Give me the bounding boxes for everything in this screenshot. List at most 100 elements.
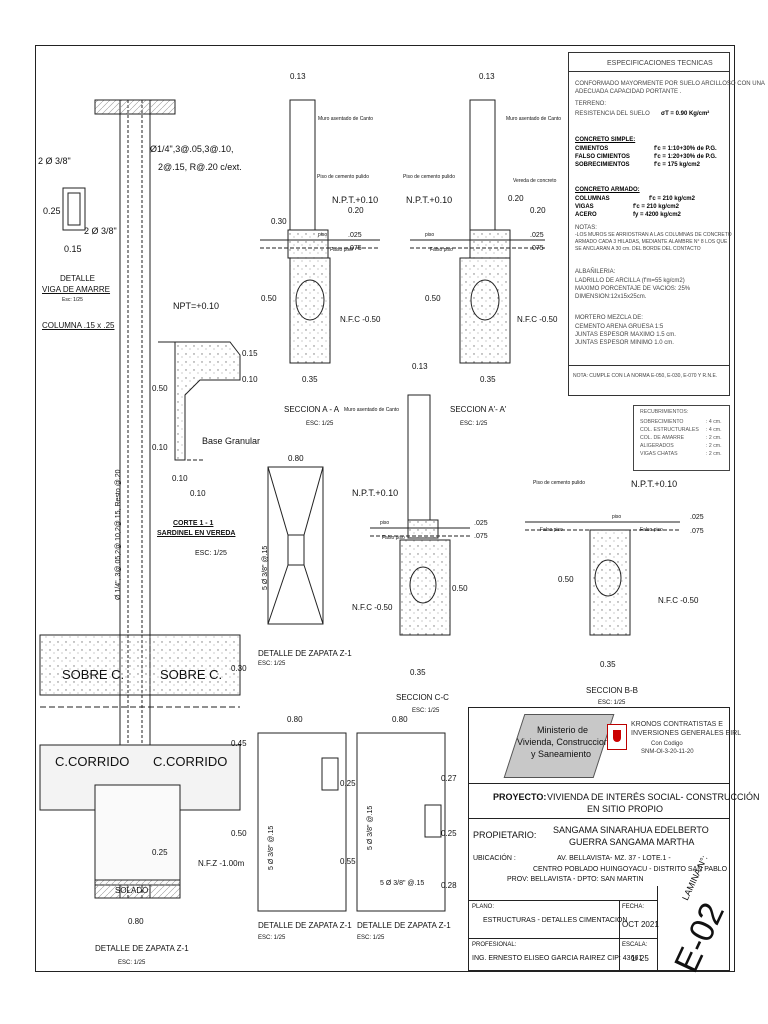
spec-ca2b: f'c = 210 kg/cm2 xyxy=(633,204,679,210)
zb-corrido2: C.CORRIDO xyxy=(153,754,228,769)
escala-label: ESCALA: xyxy=(622,942,648,948)
proyecto-1: VIVIENDA DE INTERÉS SOCIAL- CONSTRUCCIÓN xyxy=(547,792,760,802)
zb-sobre2: SOBRE C. xyxy=(160,667,223,682)
zs2-d025: 0.25 xyxy=(441,829,457,838)
aa2-d075: .075 xyxy=(530,245,544,252)
aa-d025: .025 xyxy=(348,232,362,239)
sardinel-dim-b1: 0.10 xyxy=(172,474,188,483)
ministerio-1: Ministerio de xyxy=(537,725,589,735)
profesional-value: ING. ERNESTO ELISEO GARCIA RAIREZ CIP: 4… xyxy=(472,955,643,962)
lamina-number: E-02 xyxy=(667,897,732,979)
bb-d075: .075 xyxy=(690,528,704,535)
spec-l1: CONFORMADO MAYORMENTE POR SUELO ARCILLOS… xyxy=(575,81,765,87)
rec-row-k: COL. ESTRUCTURALES xyxy=(640,427,699,433)
sardinel-dim-b2: 0.10 xyxy=(190,489,206,498)
aa2-d050: 0.50 xyxy=(425,294,441,303)
peru-shield-icon xyxy=(607,724,627,750)
ubicacion-3: PROV: BELLAVISTA - DPTO: SAN MARTIN xyxy=(507,876,644,883)
cc-nfc: N.F.C -0.50 xyxy=(352,603,393,612)
aa-falso: Falso piso xyxy=(330,247,353,253)
aa-d020: 0.20 xyxy=(348,206,364,215)
spec-m2: JUNTAS ESPESOR MAXIMO 1.5 cm. xyxy=(575,332,676,338)
aa-piso-text: Piso de cemento pulido xyxy=(317,174,369,180)
bb-d035: 0.35 xyxy=(600,660,616,669)
aa2-dim-top: 0.13 xyxy=(479,72,495,81)
escala-value: 1/ 25 xyxy=(631,954,649,963)
aa2-muro: Muro asentado de Canto xyxy=(506,116,562,122)
fecha-value: OCT 2021 xyxy=(622,920,659,929)
spec-n2: ARMADO CADA 3 HILADAS, MEDIANTE ALAMBRE … xyxy=(575,239,728,245)
spec-alb: ALBAÑILERIA: xyxy=(575,269,616,275)
bb-nfc: N.F.C -0.50 xyxy=(658,596,699,605)
bb-scale: ESC: 1/25 xyxy=(598,700,626,706)
propietario-1: SANGAMA SINARAHUA EDELBERTO xyxy=(553,825,709,835)
sardinel-base: Base Granular xyxy=(202,436,261,446)
zs2-dim: 0.80 xyxy=(392,715,408,724)
spec-cs1b: f'c = 1:10+30% de P.G. xyxy=(654,146,717,152)
stirrups-top-2: 2@.15, R@.20 c/ext. xyxy=(158,162,242,172)
viga-bar-top: 2 Ø 3/8" xyxy=(38,156,71,166)
rec-row-k: ALIGERADOS xyxy=(640,443,674,449)
cc-title: SECCION C-C xyxy=(396,693,449,702)
bb-piso-lbl: piso xyxy=(612,514,622,520)
spec-cs-title: CONCRETO SIMPLE: xyxy=(575,137,636,143)
sardinel-title: CORTE 1 - 1 xyxy=(173,520,214,527)
zs2-d028: 0.28 xyxy=(441,881,457,890)
company-code: SNM-OI-3-20-11-20 xyxy=(641,749,694,755)
aa-piso-lbl: piso xyxy=(318,232,328,238)
drawing-sheet xyxy=(35,45,735,972)
ubicacion-label: UBICACIÓN : xyxy=(473,855,516,862)
spec-cs3a: SOBRECIMIENTOS xyxy=(575,162,630,168)
spec-cs2b: f'c = 1:20+30% de P.G. xyxy=(654,154,717,160)
spec-ca1b: f'c = 210 kg/cm2 xyxy=(649,196,695,202)
zs1-d025: 0.25 xyxy=(340,779,356,788)
bb-falso1: Falso piso xyxy=(540,527,563,533)
columna-label: COLUMNA .15 x .25 xyxy=(42,321,115,330)
ministerio-3: y Saneamiento xyxy=(531,749,592,759)
zs2-bars-v: 5 Ø 3/8" @.15 xyxy=(367,805,374,850)
aa2-d020a: 0.20 xyxy=(508,194,524,203)
aa-nfc: N.F.C -0.50 xyxy=(340,315,381,324)
plano-label: PLANO: xyxy=(472,904,495,910)
rec-row-k: VIGAS CHATAS xyxy=(640,451,678,457)
sardinel-scale: ESC: 1/25 xyxy=(195,550,227,557)
zb-corrido1: C.CORRIDO xyxy=(55,754,130,769)
proyecto-2: EN SITIO PROPIO xyxy=(587,804,664,814)
zt-scale: ESC: 1/25 xyxy=(258,661,286,667)
rec-row-v: : 4 cm. xyxy=(706,419,722,425)
aa2-d025: .025 xyxy=(530,232,544,239)
spec-cs2a: FALSO CIMIENTOS xyxy=(575,154,630,160)
fecha-label: FECHA: xyxy=(622,904,645,910)
cc-d075: .075 xyxy=(474,533,488,540)
bb-npt: N.P.T.+0.10 xyxy=(631,479,678,489)
viga-subtitle: VIGA DE AMARRE xyxy=(42,285,111,294)
zb-nfz: N.F.Z -1.00m xyxy=(198,859,245,868)
profesional-label: PROFESIONAL: xyxy=(472,942,517,948)
spec-m3: JUNTAS ESPESOR MINIMO 1.0 cm. xyxy=(575,340,674,346)
aa2-scale: ESC: 1/25 xyxy=(460,421,488,427)
recubrimientos-table: RECUBRIMIENTOS: SOBRECIMIENTO : 4 cm. CO… xyxy=(633,405,730,471)
aa-d035: 0.35 xyxy=(302,375,318,384)
aa2-piso-lbl: piso xyxy=(425,232,435,238)
viga-bar-bottom: 2 Ø 3/8" xyxy=(84,226,117,236)
cc-npt: N.P.T.+0.10 xyxy=(352,488,399,498)
spec-ca1a: COLUMNAS xyxy=(575,196,610,202)
spec-cs3b: f'c = 175 kg/cm2 xyxy=(654,162,700,168)
spec-a2: MAXIMO PORCENTAJE DE VACIOS: 25% xyxy=(575,286,691,292)
aa2-d035: 0.35 xyxy=(480,375,496,384)
zb-d050: 0.50 xyxy=(231,829,247,838)
cc-falso: Falso piso xyxy=(382,535,405,541)
aa-d075: .075 xyxy=(348,245,362,252)
bb-title: SECCION B-B xyxy=(586,686,639,695)
rec-row-k: COL. DE AMARRE xyxy=(640,435,685,441)
viga-dim-h: 0.25 xyxy=(43,206,61,216)
specifications-panel: ESPECIFICACIONES TECNICAS CONFORMADO MAY… xyxy=(568,52,765,396)
spec-ca-title: CONCRETO ARMADO: xyxy=(575,187,640,193)
spec-ca3a: ACERO xyxy=(575,212,597,218)
zb-solado: SOLADO xyxy=(115,886,149,895)
ubicacion-1: AV. BELLAVISTA- MZ. 37 - LOTE.1 - xyxy=(557,855,671,862)
bb-d050: 0.50 xyxy=(558,575,574,584)
cc-dim-top: 0.13 xyxy=(412,362,428,371)
stirrups-vertical-text: Ø 1/4", 3@.05,2@.10,2@.15, Resto @.20 xyxy=(115,469,122,600)
company-1: KRONOS CONTRATISTAS E xyxy=(631,721,723,728)
